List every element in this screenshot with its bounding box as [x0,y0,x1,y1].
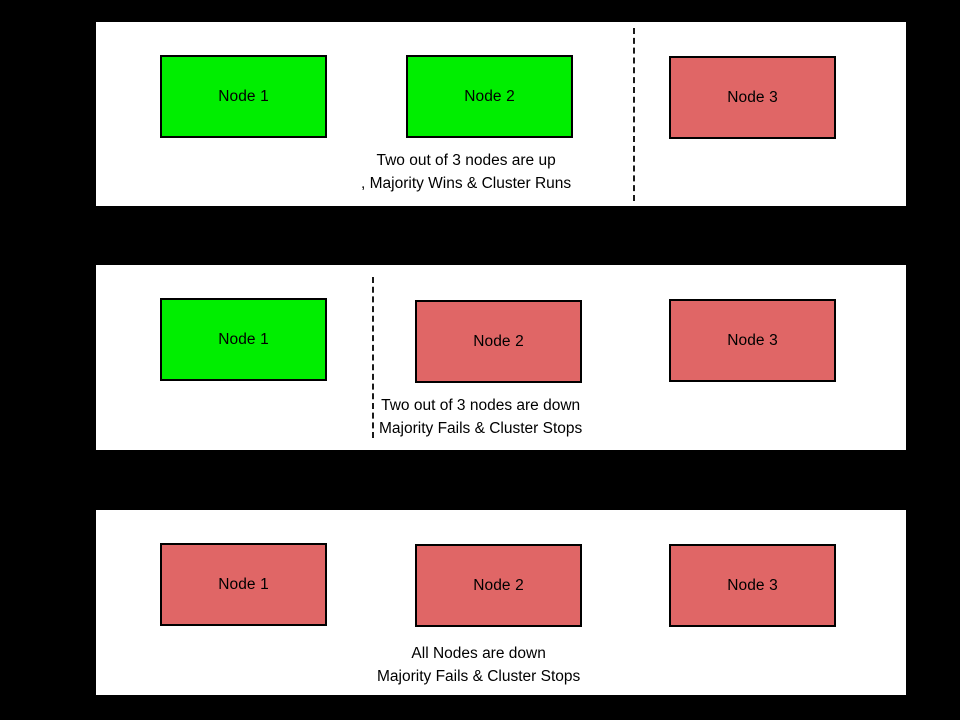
caption-line: Two out of 3 nodes are up [376,152,556,169]
caption-line: Majority Fails & Cluster Stops [377,668,581,685]
node-label: Node 2 [473,332,524,350]
node-box-2-up[interactable]: Node 2 [406,55,573,138]
panel-caption: Two out of 3 nodes are up , Majority Wins… [361,149,571,195]
quorum-split-dashed-line [372,277,374,438]
node-box-1-down[interactable]: Node 1 [160,543,327,626]
node-label: Node 3 [727,576,778,594]
caption-line: Majority Fails & Cluster Stops [379,420,583,437]
node-label: Node 1 [218,87,269,105]
quorum-split-dashed-line [633,28,635,201]
node-label: Node 1 [218,575,269,593]
node-box-2-down[interactable]: Node 2 [415,300,582,383]
node-label: Node 3 [727,88,778,106]
node-box-1-up[interactable]: Node 1 [160,55,327,138]
caption-line: Two out of 3 nodes are down [381,397,581,414]
node-box-2-down[interactable]: Node 2 [415,544,582,627]
node-box-1-up[interactable]: Node 1 [160,298,327,381]
node-box-3-down[interactable]: Node 3 [669,544,836,627]
caption-line: All Nodes are down [411,645,546,662]
scenario-panel-panel-two-up: Node 1 Node 2 Node 3 Two out of 3 nodes are… [96,22,906,206]
node-box-3-down[interactable]: Node 3 [669,56,836,139]
node-label: Node 1 [218,330,269,348]
scenario-panel-panel-one-up: Node 1 Node 2 Node 3 Two out of 3 nodes are… [96,265,906,450]
caption-line: , Majority Wins & Cluster Runs [361,175,572,192]
node-label: Node 2 [464,87,515,105]
node-box-3-down[interactable]: Node 3 [669,299,836,382]
node-label: Node 2 [473,576,524,594]
node-label: Node 3 [727,331,778,349]
